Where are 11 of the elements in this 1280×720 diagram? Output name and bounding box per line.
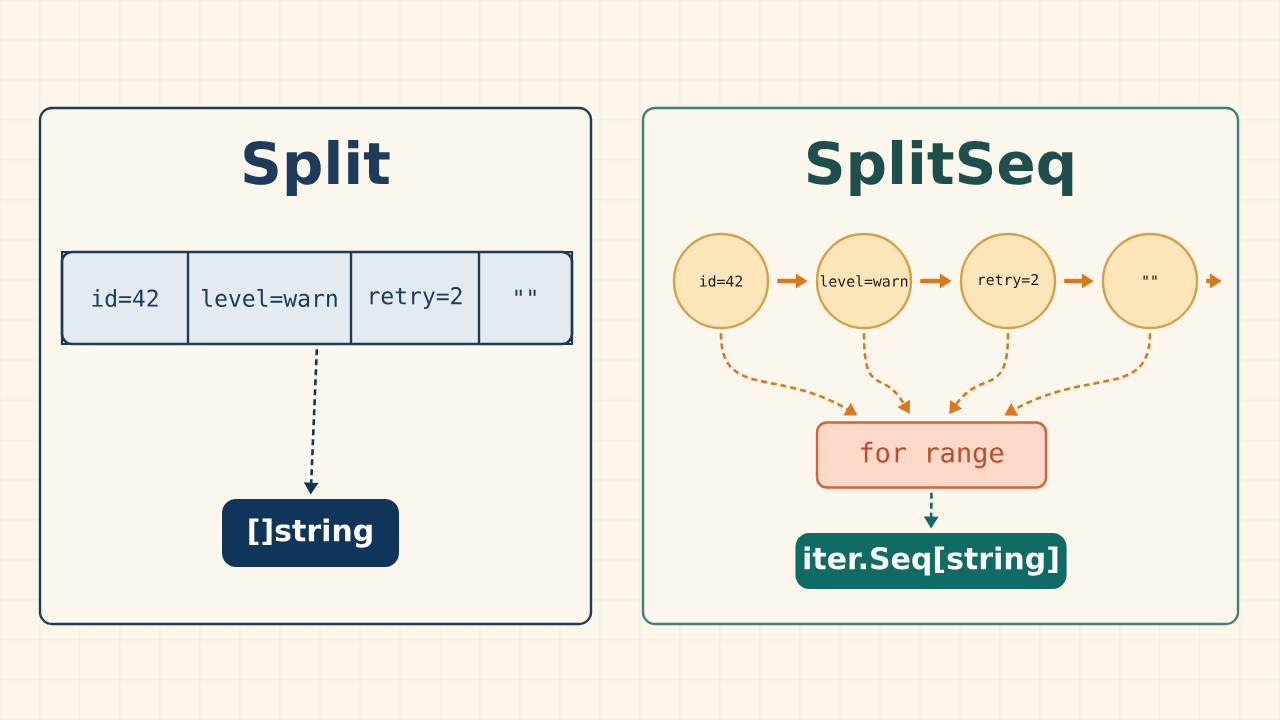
panel-title: Split <box>244 139 390 197</box>
array-box <box>60 250 574 346</box>
array-cell: level=warn <box>186 250 353 346</box>
array-cell: "" <box>477 250 574 346</box>
type-box: iter.Seq[string] <box>795 533 1067 589</box>
type-box: []string <box>222 499 399 567</box>
loop-box: for range <box>815 421 1048 489</box>
arrow <box>949 333 1010 414</box>
array-cell: id=42 <box>60 250 190 346</box>
panel-title: SplitSeq <box>808 139 1073 197</box>
array-cell: retry=2 <box>349 250 481 346</box>
